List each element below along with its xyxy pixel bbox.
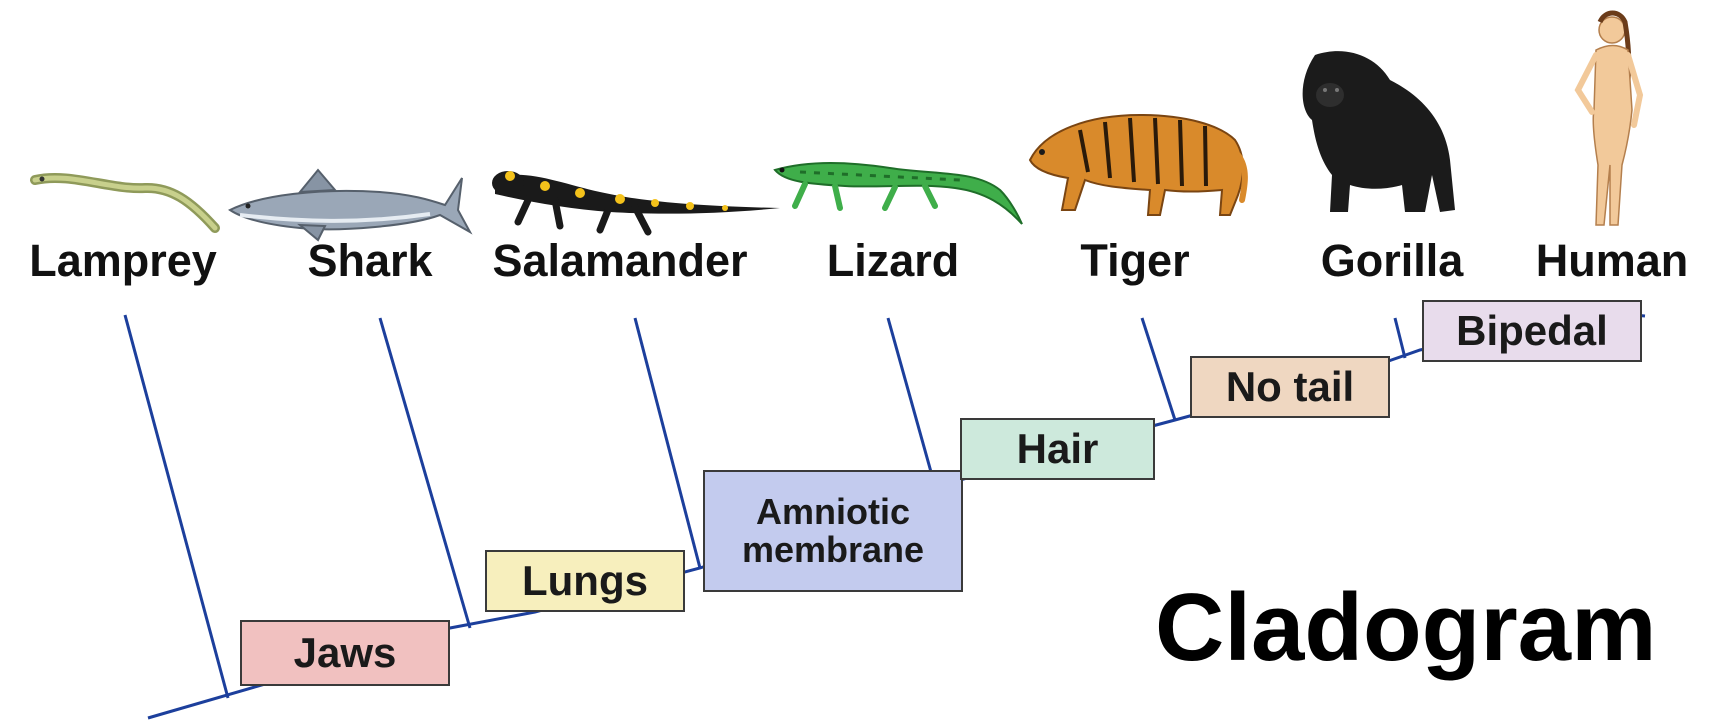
- taxon-label-human: Human: [1536, 238, 1689, 283]
- trait-label-line: Lungs: [522, 559, 648, 603]
- taxon-label-tiger: Tiger: [1080, 238, 1189, 283]
- trait-box-lungs: Lungs: [485, 550, 685, 612]
- trait-box-bipedal: Bipedal: [1422, 300, 1642, 362]
- taxon-label-lamprey: Lamprey: [29, 238, 217, 283]
- trait-label-line: Hair: [1017, 427, 1099, 471]
- trait-label-line: No tail: [1226, 365, 1354, 409]
- trait-box-jaws: Jaws: [240, 620, 450, 686]
- tiger-icon: [1030, 115, 1245, 215]
- trait-label-line: Amniotic: [756, 493, 910, 531]
- trait-label-line: Jaws: [294, 631, 397, 675]
- branch-tiger: [1142, 318, 1175, 420]
- human-icon: [1578, 13, 1640, 225]
- lamprey-icon: [35, 177, 215, 229]
- trait-box-amniotic-membrane: Amniotic membrane: [703, 470, 963, 592]
- taxon-label-salamander: Salamander: [492, 238, 747, 283]
- branch-gorilla: [1395, 318, 1405, 358]
- trait-label-line: membrane: [742, 531, 924, 569]
- gorilla-icon: [1303, 51, 1455, 212]
- salamander-icon: [492, 171, 780, 232]
- trait-box-hair: Hair: [960, 418, 1155, 480]
- shark-icon: [230, 170, 470, 240]
- trait-box-no-tail: No tail: [1190, 356, 1390, 418]
- branch-lamprey: [125, 315, 228, 698]
- taxon-label-lizard: Lizard: [827, 238, 960, 283]
- diagram-title: Cladogram: [1155, 580, 1656, 676]
- branch-shark: [380, 318, 470, 628]
- branch-salamander: [635, 318, 700, 568]
- trait-label-line: Bipedal: [1456, 309, 1608, 353]
- lizard-icon: [775, 163, 1022, 224]
- taxon-label-gorilla: Gorilla: [1321, 238, 1464, 283]
- taxon-label-shark: Shark: [307, 238, 432, 283]
